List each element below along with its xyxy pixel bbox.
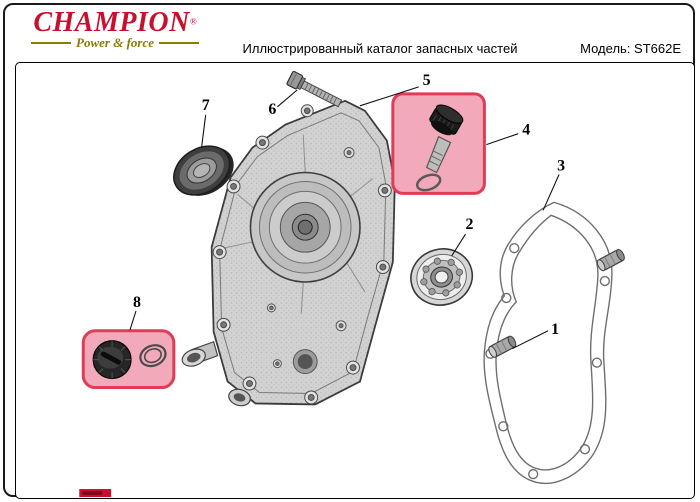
tagline-rule-right (159, 42, 200, 45)
part-8-washer (139, 344, 167, 368)
part-8-drain-plug (92, 340, 132, 380)
leader-line-3 (542, 174, 560, 211)
callout-2: 2 (465, 216, 473, 233)
part-3-gasket (483, 201, 613, 484)
part-6-bolt (286, 70, 343, 108)
leader-line-4 (486, 133, 519, 146)
cover-face-details (266, 147, 355, 375)
part-5-crankcase-cover (181, 99, 396, 407)
diagram-container: 1 2 3 4 5 6 7 8 (15, 62, 695, 499)
callout-8: 8 (133, 294, 141, 311)
cover-center-bore (249, 171, 361, 283)
leader-line-7 (201, 114, 207, 147)
model-label: Модель: ST662E (580, 41, 681, 56)
cover-bolt-holes (212, 104, 392, 405)
part-7-oil-seal (173, 145, 234, 196)
callout-1: 1 (551, 321, 559, 338)
part-4-oil-filler-cap (415, 104, 464, 192)
part-1-dowel-pin-lower (488, 335, 517, 358)
leader-line-5 (359, 86, 419, 107)
callout-leaders (129, 86, 560, 350)
part-4-o-ring (415, 173, 442, 192)
tagline-rule-left (31, 42, 72, 45)
callout-5: 5 (423, 72, 431, 89)
catalog-page: CHAMPION® Power & force Иллюстрированный… (3, 3, 695, 499)
page-title: Иллюстрированный каталог запасных частей (242, 41, 518, 56)
exploded-diagram: 1 2 3 4 5 6 7 8 (79, 70, 625, 498)
leader-line-6 (277, 89, 298, 108)
leader-line-8 (129, 310, 137, 330)
logo-brand-text: CHAMPION (33, 7, 190, 38)
logo-tagline: Power & force (31, 35, 200, 51)
logo-registered-mark: ® (189, 16, 197, 27)
footer-stamp (79, 489, 112, 498)
cover-lower-boss (228, 388, 251, 407)
callout-3: 3 (557, 158, 565, 175)
part-1-dowel-pin-upper (596, 248, 625, 272)
part-2-bearing (410, 248, 474, 306)
cover-oil-drain-boss (181, 340, 219, 367)
champion-logo: CHAMPION® Power & force (31, 8, 200, 51)
callout-7: 7 (202, 97, 210, 114)
callout-4: 4 (522, 122, 530, 139)
leader-line-1 (512, 330, 549, 350)
callout-6: 6 (268, 101, 276, 118)
leader-line-2 (451, 233, 466, 257)
logo-tagline-text: Power & force (76, 35, 154, 51)
logo-wordmark: CHAMPION® (31, 8, 199, 37)
